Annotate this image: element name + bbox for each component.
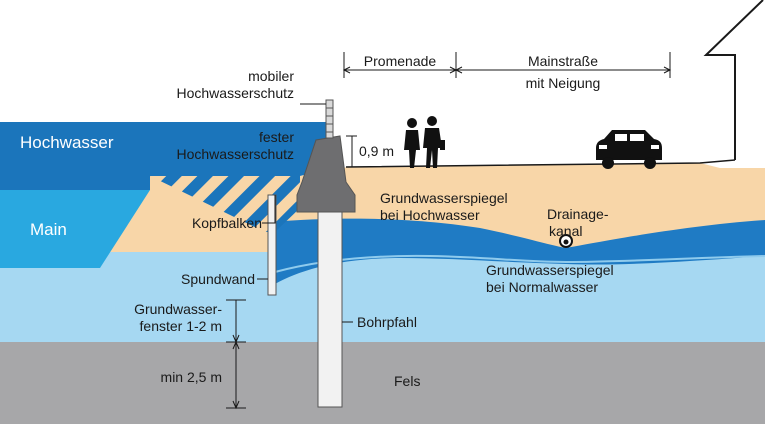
- label-mainstrasse-1: Mainstraße: [528, 53, 598, 69]
- mobiler-hochwasserschutz: [325, 99, 334, 139]
- label-main: Main: [30, 220, 67, 239]
- leader-lines: [257, 103, 353, 323]
- label-gw-normal-1: Grundwasserspiegel: [486, 262, 614, 278]
- label-drainage-1: Drainage-: [547, 206, 609, 222]
- dimension-top: [342, 52, 672, 78]
- dimension-left: [226, 299, 246, 410]
- label-gw-hoch-2: bei Hochwasser: [380, 207, 480, 223]
- label-kopfbalken: Kopfbalken: [192, 215, 262, 231]
- label-mobiler-2: Hochwasserschutz: [177, 85, 295, 101]
- label-fester-2: Hochwasserschutz: [177, 146, 295, 162]
- river-main: [0, 190, 150, 268]
- label-gw-hoch-1: Grundwasserspiegel: [380, 190, 508, 206]
- label-hochwasser: Hochwasser: [20, 133, 114, 152]
- label-hoehe: 0,9 m: [359, 143, 394, 159]
- label-drainage-2: kanal: [549, 223, 582, 239]
- bohrpfahl: [317, 204, 343, 408]
- fester-hochwasserschutz: [296, 135, 356, 213]
- dimension-height: [346, 135, 357, 168]
- label-mainstrasse-2: mit Neigung: [526, 75, 601, 91]
- label-spundwand: Spundwand: [181, 271, 255, 287]
- label-promenade: Promenade: [364, 53, 437, 69]
- label-mobiler-1: mobiler: [248, 68, 294, 84]
- rock-layer: [0, 342, 765, 424]
- label-fester-1: fester: [259, 129, 294, 145]
- flood-groundwater-band: [270, 218, 765, 284]
- label-gw-normal-2: bei Normalwasser: [486, 279, 598, 295]
- label-bohrpfahl: Bohrpfahl: [357, 314, 417, 330]
- walking-couple-icon: [404, 116, 445, 168]
- spundwand: [267, 194, 277, 296]
- car-icon: [596, 130, 662, 169]
- label-fels: Fels: [394, 373, 420, 389]
- normal-groundwater-line: [274, 254, 765, 273]
- building-icon: [703, 0, 764, 160]
- hochwasser-water: [0, 122, 330, 190]
- label-grundwasserfenster-1: Grundwasser-: [134, 301, 222, 317]
- flooded-embankment: [150, 176, 300, 232]
- label-grundwasserfenster-2: fenster 1-2 m: [140, 318, 222, 334]
- label-min-fels: min 2,5 m: [161, 369, 222, 385]
- drainage-pipe-icon: [559, 234, 573, 248]
- ground-surface-line: [345, 159, 736, 168]
- mobiler-ticks: [326, 107, 333, 133]
